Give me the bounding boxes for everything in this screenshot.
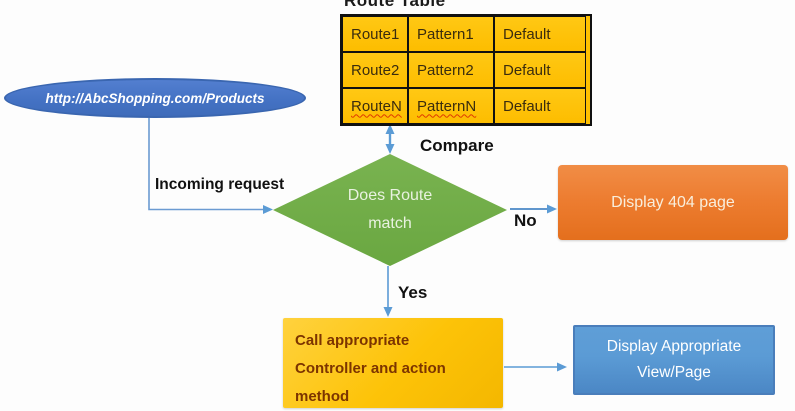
table-cell: Route2	[342, 52, 408, 88]
display-view-label-line2: View/Page	[637, 364, 711, 381]
table-cell: PatternN	[408, 88, 494, 124]
route-table-title: Route Table	[344, 0, 446, 10]
table-cell: Pattern2	[408, 52, 494, 88]
display-404-node: Display 404 page	[558, 165, 788, 240]
url-label: http://AbcShopping.com/Products	[45, 90, 265, 106]
incoming-request-label: Incoming request	[155, 176, 285, 193]
decision-diamond-node: Does Route match	[273, 154, 507, 266]
call-controller-node: Call appropriate Controller and action m…	[283, 318, 503, 408]
no-label: No	[514, 211, 537, 230]
url-ellipse-node: http://AbcShopping.com/Products	[4, 78, 306, 118]
display-view-label-line1: Display Appropriate	[606, 338, 742, 355]
incoming-request-arrow	[148, 118, 273, 214]
display-view-node: Display Appropriate View/Page	[573, 325, 775, 395]
table-cell: Route1	[342, 16, 408, 52]
table-cell: Pattern1	[408, 16, 494, 52]
table-cell: RouteN	[342, 88, 408, 124]
route-table: Route1 Pattern1 Default Route2 Pattern2 …	[340, 14, 592, 126]
table-cell: Default	[494, 16, 586, 52]
yes-label: Yes	[398, 283, 428, 302]
display-404-label: Display 404 page	[611, 193, 735, 211]
table-cell: Default	[494, 52, 586, 88]
compare-label: Compare	[420, 136, 494, 155]
decision-label: Does Route match	[347, 187, 433, 232]
call-controller-label: Call appropriate Controller and action m…	[295, 332, 446, 405]
table-cell: Default	[494, 88, 586, 124]
